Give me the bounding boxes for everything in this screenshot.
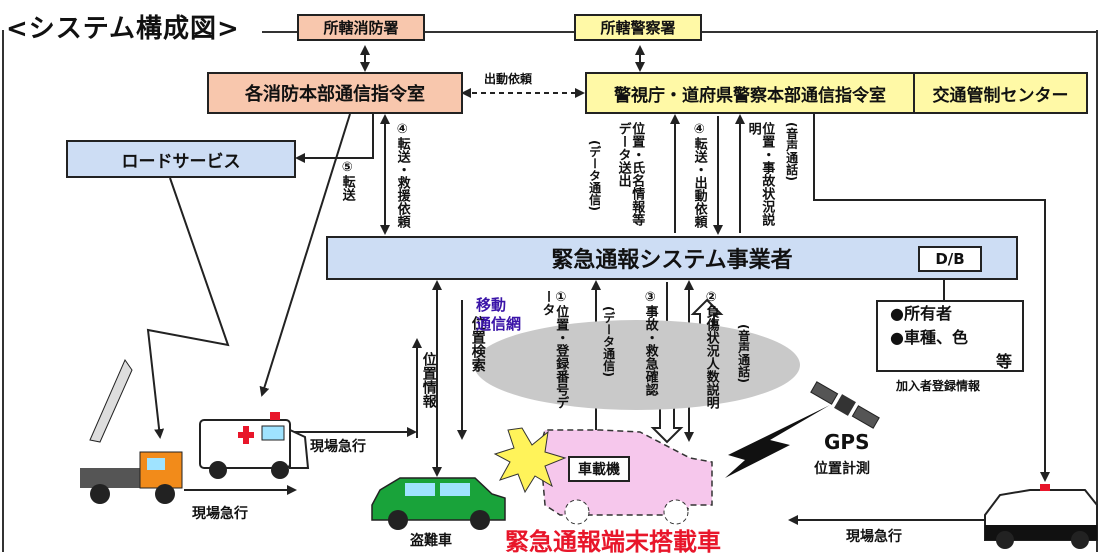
police-car-icon [984, 484, 1098, 549]
onboard-unit-label: 車載機 [578, 462, 620, 478]
position-reg-data-label: ①位置・登録番号データ [539, 290, 569, 409]
traffic-center-box: 交通管制センター [913, 72, 1088, 114]
database-label: D/B [935, 250, 965, 268]
onboard-unit-box: 車載機 [568, 456, 630, 482]
injury-explain-label: ②負傷状況人数説明 [703, 290, 719, 409]
fire-station-box: 所轄消防署 [297, 14, 425, 41]
vehicle-type-item: ●車種、色 [890, 328, 968, 347]
mobile-network-label: 移動 通信網 [476, 296, 522, 333]
transfer-dispatch-label: ④転送・出動依頼 [691, 122, 707, 228]
position-info-label: 位置情報 [420, 352, 437, 408]
road-service-box: ロードサービス [66, 140, 296, 178]
police-station-label: 所轄警察署 [600, 19, 676, 37]
police-command-label: 警視庁・道府県警察本部通信指令室 [614, 85, 886, 106]
police-station-box: 所轄警察署 [574, 14, 702, 41]
dispatch-request-label: 出動依頼 [484, 72, 533, 86]
fire-station-label: 所轄消防署 [323, 19, 399, 37]
transfer-rescue-label: ④転送・救援依頼 [394, 122, 410, 228]
emergency-operator-box: 緊急通報システム事業者 [326, 236, 1018, 280]
satellite-icon [810, 381, 880, 429]
diagram-title: <システム構成図> [6, 14, 240, 44]
fire-command-box: 各消防本部通信指令室 [207, 72, 463, 114]
rush-scene-label-1: 現場急行 [310, 439, 366, 455]
database-box: D/B [918, 246, 982, 272]
transfer-label: ⑤転送 [339, 160, 355, 201]
police-command-box: 警視庁・道府県警察本部通信指令室 [585, 72, 915, 114]
position-search-label: 位置検索 [469, 316, 486, 372]
data-comm-upper-label: (データ通信) [587, 140, 602, 211]
stolen-car-label: 盗難車 [410, 533, 452, 549]
subscriber-box: ●所有者 ●車種、色 等 [876, 300, 1024, 372]
fire-command-label: 各消防本部通信指令室 [245, 84, 425, 105]
subscriber-info-label: 加入者登録情報 [896, 379, 981, 393]
crash-burst-icon [493, 427, 567, 494]
accident-confirm-label: ③事故・救急確認 [642, 290, 658, 396]
road-service-label: ロードサービス [121, 151, 241, 172]
ambulance-icon [199, 412, 310, 479]
emergency-car-label: 緊急通報端末搭載車 [505, 528, 721, 556]
etc-item: 等 [995, 352, 1012, 371]
rush-scene-label-2: 現場急行 [192, 506, 248, 522]
gps-measure-label: 位置計測 [814, 461, 870, 477]
gps-label: GPS [824, 430, 870, 454]
voice-call-upper-label: (音声通話) [784, 122, 799, 181]
mobile-network-cloud [474, 320, 800, 410]
voice-call-lower-label: (音声通話) [736, 324, 751, 383]
rush-scene-label-3: 現場急行 [846, 529, 902, 545]
position-data-label: 位置・氏名情報等データ送出 [615, 122, 645, 226]
traffic-center-label: 交通管制センター [932, 85, 1069, 106]
tow-truck-icon [80, 358, 183, 504]
gps-signal-icon [725, 405, 830, 478]
owner-item: ●所有者 [890, 304, 952, 323]
data-comm-lower-label: (データ通信) [601, 306, 616, 377]
stolen-car-icon [371, 477, 506, 530]
emergency-operator-label: 緊急通報システム事業者 [551, 248, 793, 273]
position-accident-label: 位置・事故状況説明 [745, 122, 775, 226]
